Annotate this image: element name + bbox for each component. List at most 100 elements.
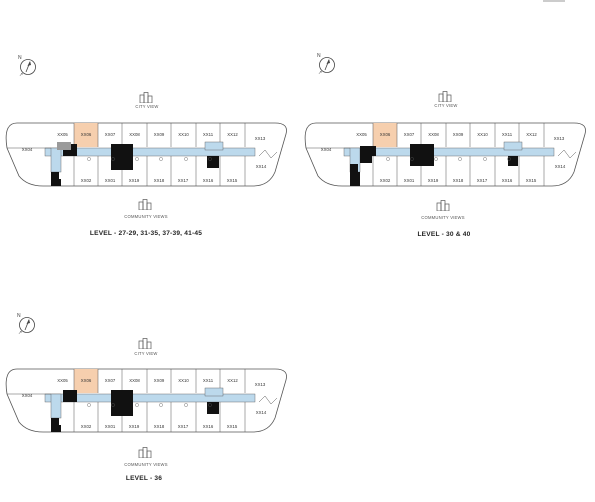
- unit-label-top: XX10: [178, 132, 189, 137]
- plan-c-level-label: LEVEL - 36: [125, 475, 163, 482]
- core-block: [111, 390, 133, 402]
- unit-label-top: XX08: [129, 378, 140, 383]
- door-mark: [507, 157, 511, 161]
- grey-block: [57, 142, 71, 150]
- unit-label-top: XX09: [154, 378, 165, 383]
- door-mark: [458, 157, 462, 161]
- core-block: [207, 156, 219, 168]
- community-building-icon: [436, 200, 450, 211]
- unit-label-top: XX11: [502, 132, 513, 137]
- plan-a-bottom-view: COMMUNITY VIEWS: [124, 214, 168, 219]
- stair-block: [350, 180, 360, 186]
- door-mark: [410, 157, 414, 161]
- unit-label-top: XX09: [453, 132, 464, 137]
- unit-label-bottom: XX16: [502, 178, 513, 183]
- unit-label-bottom: XX14: [256, 164, 267, 169]
- unit-label-bottom: XX15: [227, 424, 238, 429]
- unit-label-bottom: XX17: [178, 178, 189, 183]
- stair-block: [350, 172, 360, 180]
- core-block: [111, 144, 133, 156]
- unit-label-top: XX07: [404, 132, 415, 137]
- core-block: [410, 144, 434, 156]
- highlighted-unit: [373, 123, 397, 147]
- core-block: [508, 156, 518, 166]
- unit-label-top: XX07: [105, 132, 116, 137]
- unit-label-bottom: XX18: [154, 424, 165, 429]
- riser-box: [204, 141, 224, 151]
- door-mark: [159, 403, 163, 407]
- corridor: [343, 147, 555, 157]
- corridor: [44, 393, 256, 403]
- door-mark: [208, 157, 212, 161]
- plan-b-top-view: CITY VIEW: [434, 103, 458, 108]
- riser-box: [503, 141, 523, 151]
- unit-label-bottom: XX15: [227, 178, 238, 183]
- door-mark: [87, 157, 91, 161]
- door-mark: [434, 157, 438, 161]
- unit-label-west: XX04: [22, 147, 33, 152]
- door-mark: [111, 403, 115, 407]
- east-stub: [258, 149, 278, 159]
- core-block: [360, 146, 376, 156]
- plan-c-bottom-view: COMMUNITY VIEWS: [124, 462, 168, 467]
- community-building-icon: [138, 447, 152, 458]
- door-mark: [208, 403, 212, 407]
- unit-label-top: XX10: [477, 132, 488, 137]
- unit-label-top: XX12: [227, 132, 238, 137]
- plan-b-bottom-view: COMMUNITY VIEWS: [421, 215, 465, 220]
- compass-north-label: N: [317, 53, 321, 59]
- unit-label-top: XX05: [356, 132, 367, 137]
- door-mark: [386, 157, 390, 161]
- door-mark: [483, 157, 487, 161]
- unit-label-bottom: XX19: [428, 178, 439, 183]
- stair-block: [51, 179, 61, 186]
- unit-label-top: XX06: [81, 378, 92, 383]
- svg-text:↗: ↗: [19, 72, 23, 78]
- door-mark: [159, 157, 163, 161]
- unit-label-west: XX04: [321, 147, 332, 152]
- unit-label-top: XX06: [380, 132, 391, 137]
- unit-label-top: XX11: [203, 378, 214, 383]
- stair-block: [51, 425, 61, 432]
- unit-label-top: XX12: [227, 378, 238, 383]
- unit-label-bottom: XX17: [477, 178, 488, 183]
- door-mark: [135, 157, 139, 161]
- unit-label-west: XX04: [22, 393, 33, 398]
- highlighted-unit: [74, 369, 98, 393]
- door-mark: [135, 403, 139, 407]
- core-block: [410, 156, 434, 166]
- unit-label-top: XX08: [129, 132, 140, 137]
- east-stub: [557, 149, 577, 159]
- plan-b-level-label: LEVEL - 30 & 40: [417, 231, 471, 238]
- unit-label-bottom: XX01: [404, 178, 415, 183]
- corner-mark: [543, 0, 565, 2]
- door-mark: [87, 403, 91, 407]
- corridor-west: [50, 147, 62, 173]
- unit-label-bottom: XX14: [256, 410, 267, 415]
- city-building-icon: [438, 91, 452, 102]
- unit-label-top: XX05: [57, 378, 68, 383]
- unit-label-bottom: XX01: [105, 424, 116, 429]
- door-mark: [184, 157, 188, 161]
- corridor-west: [50, 393, 62, 419]
- unit-label-bottom: XX16: [203, 424, 214, 429]
- compass-icon: N ↗: [17, 313, 35, 336]
- compass-icon: N ↗: [317, 53, 335, 76]
- core-block: [111, 156, 133, 170]
- east-stub: [258, 395, 278, 405]
- riser-box: [204, 387, 224, 397]
- stair-block: [51, 172, 59, 179]
- unit-label-bottom: XX17: [178, 424, 189, 429]
- door-mark: [184, 403, 188, 407]
- unit-label-bottom: XX01: [105, 178, 116, 183]
- stair-block: [350, 164, 358, 172]
- core-block: [360, 156, 372, 163]
- city-building-icon: [139, 92, 153, 103]
- unit-label-bottom: XX18: [453, 178, 464, 183]
- svg-text:↗: ↗: [318, 70, 322, 76]
- unit-label-bottom: XX16: [203, 178, 214, 183]
- unit-label-top: XX05: [57, 132, 68, 137]
- unit-label-top: XX06: [81, 132, 92, 137]
